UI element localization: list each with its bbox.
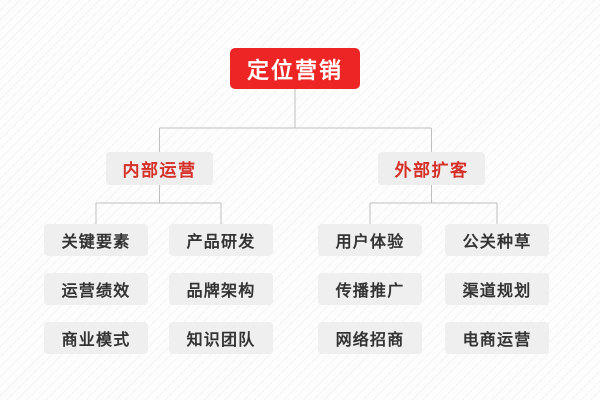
leaf-node[interactable]: 传播推广: [318, 273, 422, 305]
leaf-node-label: 知识团队: [186, 332, 256, 349]
branch-node-external-acquisition[interactable]: 外部扩客: [378, 152, 485, 185]
leaf-node[interactable]: 公关种草: [445, 224, 549, 256]
leaf-node[interactable]: 网络招商: [318, 322, 422, 354]
leaf-node-label: 传播推广: [335, 283, 405, 300]
leaf-node[interactable]: 产品研发: [169, 224, 273, 256]
root-node[interactable]: 定位营销: [230, 48, 360, 89]
branch-node-internal-operations[interactable]: 内部运营: [106, 152, 213, 185]
root-node-label: 定位营销: [246, 57, 343, 83]
leaf-node[interactable]: 知识团队: [169, 322, 273, 354]
leaf-node[interactable]: 渠道规划: [445, 273, 549, 305]
leaf-node[interactable]: 用户体验: [318, 224, 422, 256]
leaf-node[interactable]: 关键要素: [44, 224, 148, 256]
leaf-node-label: 产品研发: [186, 234, 256, 251]
leaf-node-label: 运营绩效: [61, 283, 131, 300]
leaf-node-label: 网络招商: [335, 332, 405, 349]
branch-node-label: 外部扩客: [394, 161, 469, 180]
leaf-node[interactable]: 运营绩效: [44, 273, 148, 305]
leaf-node[interactable]: 电商运营: [445, 322, 549, 354]
leaf-node-label: 渠道规划: [462, 283, 532, 300]
leaf-node-label: 商业模式: [61, 332, 131, 349]
branch-node-label: 内部运营: [122, 161, 197, 180]
leaf-node-label: 电商运营: [462, 332, 532, 349]
leaf-node-label: 关键要素: [61, 234, 131, 251]
leaf-node[interactable]: 商业模式: [44, 322, 148, 354]
leaf-node-label: 品牌架构: [186, 283, 256, 300]
leaf-node-label: 公关种草: [462, 234, 532, 251]
leaf-node-label: 用户体验: [335, 234, 405, 251]
leaf-node[interactable]: 品牌架构: [169, 273, 273, 305]
